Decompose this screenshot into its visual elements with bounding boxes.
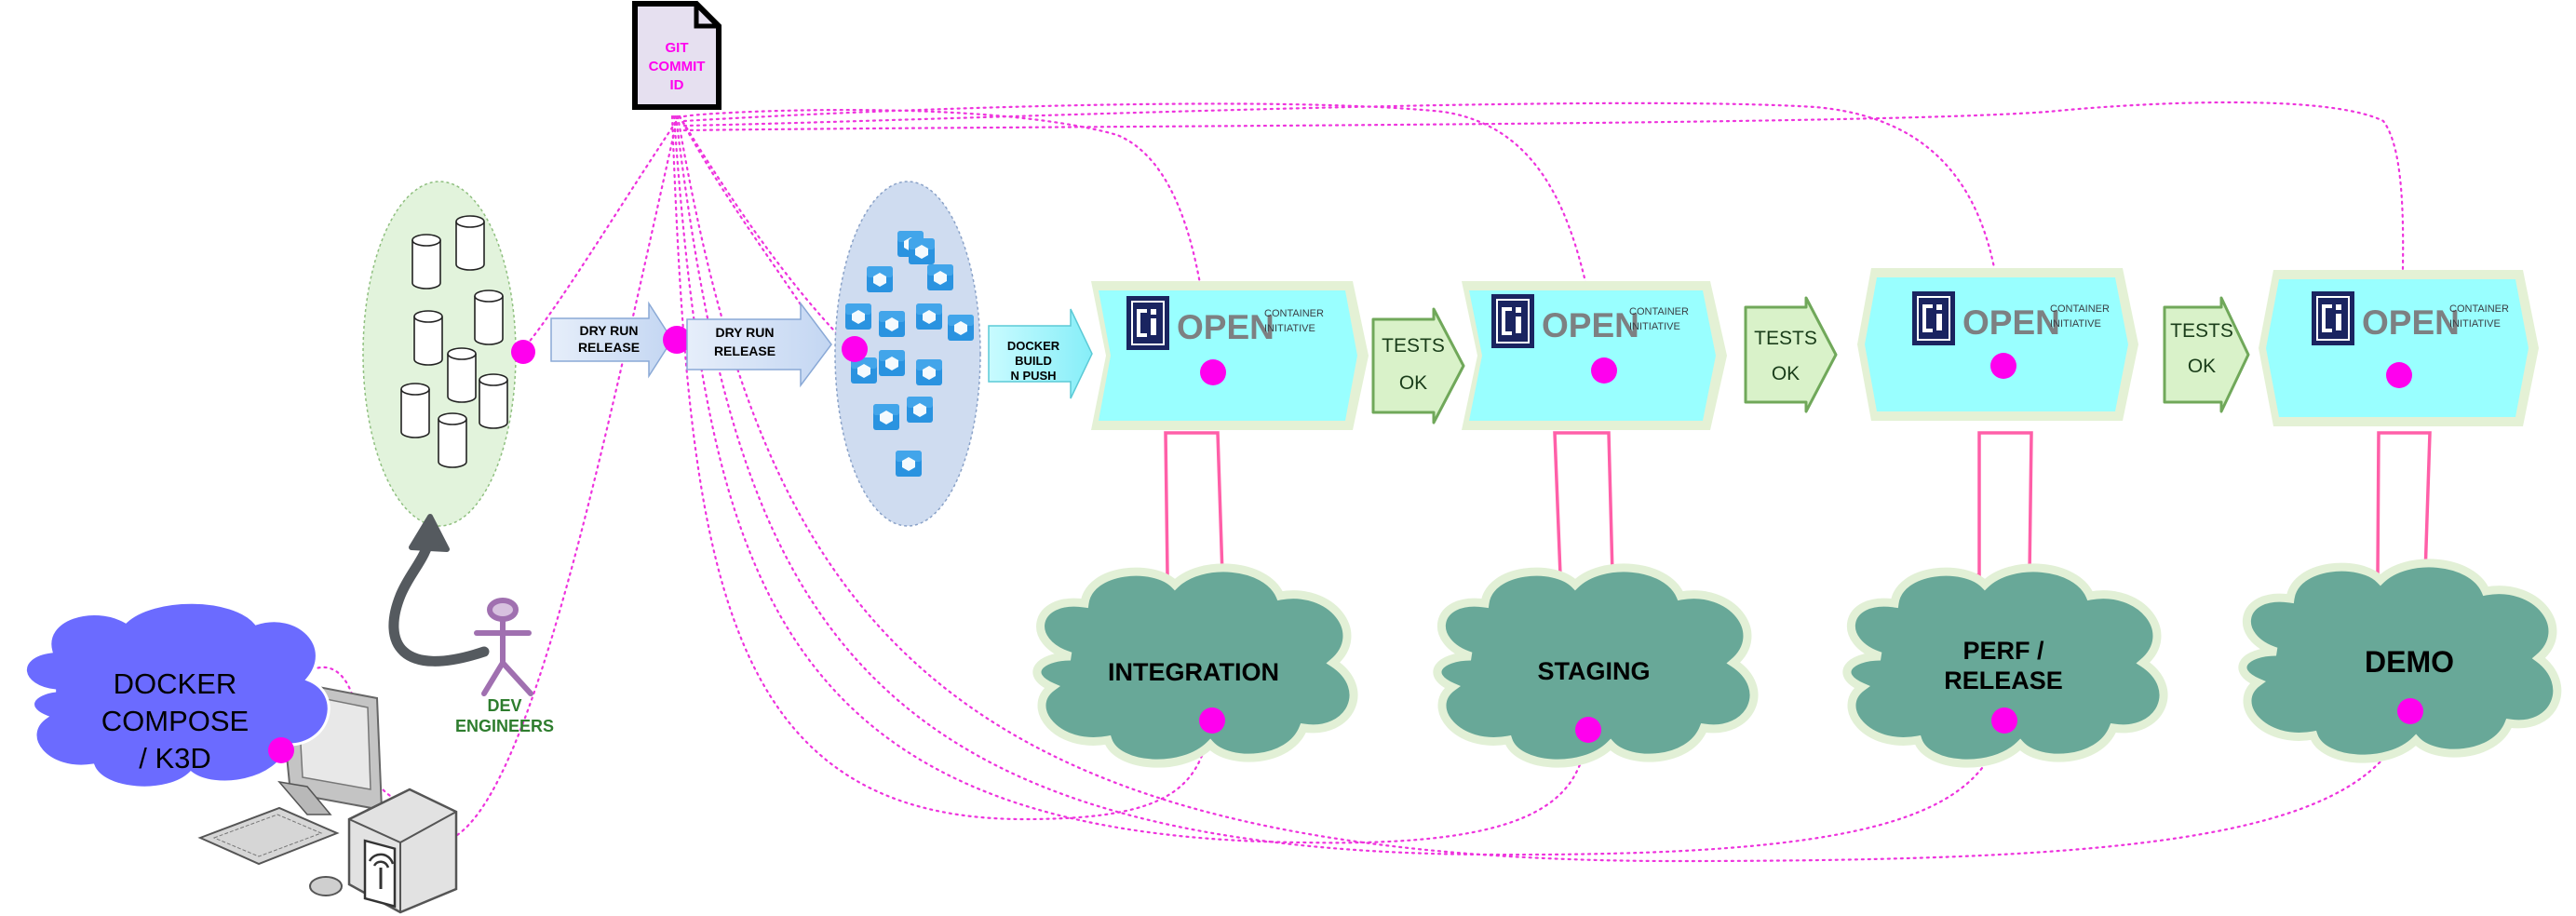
- oci-logo-small-line-1: CONTAINER: [2449, 303, 2509, 315]
- docker-icon: [879, 311, 905, 337]
- link-marker: [1990, 353, 2016, 379]
- link-marker: [1200, 359, 1226, 385]
- git-commit-line-3: ID: [670, 77, 684, 93]
- oci-logo-small-line-2: INITIATIVE: [2050, 318, 2101, 330]
- link-marker: [842, 336, 868, 362]
- oci-logo-small-line-1: CONTAINER: [1264, 308, 1324, 319]
- tests-ok-line-1: TESTS: [2170, 320, 2233, 342]
- oci-logo-icon: [1910, 290, 1957, 347]
- dev-engineer-actor-icon: [474, 598, 533, 696]
- docker-push-label-line-1: DOCKER: [1007, 339, 1060, 353]
- git-commit-line-2: COMMIT: [649, 59, 706, 74]
- tests-ok-line-2: OK: [1772, 363, 1800, 384]
- database-icon: [438, 412, 467, 468]
- tests-ok-arrow-1: TESTS OK: [1371, 307, 1465, 424]
- oci-logo-icon: [1490, 292, 1536, 350]
- git-commit-line-1: GIT: [666, 40, 689, 56]
- docker-icon: [907, 397, 933, 423]
- environment-label-line-2: RELEASE: [1944, 667, 2063, 694]
- oci-logo-word: OPEN: [1177, 308, 1275, 346]
- docker-icon: [909, 238, 935, 264]
- git-commit-id-document: GIT COMMIT ID: [632, 1, 722, 110]
- oci-logo-icon: [2310, 290, 2356, 347]
- docker-icon: [879, 350, 905, 376]
- local-cluster-label-line-2: COMPOSE: [101, 705, 249, 737]
- link-marker: [663, 326, 691, 354]
- dev-to-cluster-arrow: [388, 514, 490, 667]
- docker-icon: [873, 404, 899, 430]
- dry-run-label-line-1: DRY RUN: [579, 323, 638, 338]
- tests-ok-line-1: TESTS: [1382, 335, 1445, 357]
- oci-logo-small-line-1: CONTAINER: [2050, 303, 2110, 315]
- link-marker: [2397, 698, 2423, 724]
- docker-icon: [948, 315, 974, 341]
- environment-cloud-staging: STAGING: [1433, 563, 1759, 768]
- environment-label: STAGING: [1538, 657, 1651, 685]
- dry-run-arrow-2: DRY RUN RELEASE: [686, 301, 832, 388]
- docker-icon: [867, 266, 893, 292]
- oci-logo-small-line-2: INITIATIVE: [1629, 321, 1680, 332]
- dry-run-arrow-1: DRY RUN RELEASE: [550, 301, 673, 379]
- link-marker: [1591, 357, 1617, 384]
- oci-logo-word: OPEN: [1542, 306, 1639, 344]
- database-icon: [400, 383, 430, 438]
- environment-label-line-1: PERF /: [1962, 637, 2044, 665]
- database-cluster: [362, 181, 535, 527]
- docker-image-registry: [834, 181, 981, 527]
- oci-stage-demo: OPEN CONTAINER INITIATIVE: [2259, 270, 2539, 426]
- database-icon: [474, 290, 504, 345]
- environment-cloud-demo: DEMO: [2238, 559, 2562, 763]
- docker-icon: [916, 359, 942, 385]
- local-cluster-cloud: DOCKER COMPOSE / K3D: [23, 600, 330, 789]
- link-marker: [1199, 707, 1225, 734]
- oci-logo-word: OPEN: [2362, 303, 2460, 342]
- docker-push-label-line-3: N PUSH: [1010, 369, 1056, 383]
- database-icon: [479, 373, 508, 429]
- database-icon: [411, 234, 441, 290]
- environment-label: DEMO: [2365, 645, 2454, 679]
- link-marker: [1575, 717, 1601, 743]
- oci-logo-small-line-1: CONTAINER: [1629, 306, 1689, 317]
- oci-stage-perf-release: OPEN CONTAINER INITIATIVE: [1857, 268, 2138, 421]
- docker-icon: [896, 451, 922, 477]
- dependency-links: [294, 101, 2411, 863]
- database-icon: [447, 347, 477, 403]
- tests-ok-line-2: OK: [1399, 372, 1427, 394]
- oci-logo-small-line-2: INITIATIVE: [1264, 323, 1315, 334]
- link-marker: [268, 737, 294, 763]
- dev-engineers-label-line-2: ENGINEERS: [455, 717, 554, 735]
- link-marker: [2386, 362, 2412, 388]
- tests-ok-arrow-3: TESTS OK: [2163, 296, 2250, 413]
- oci-logo-icon: [1125, 294, 1171, 352]
- dry-run-label-line-1: DRY RUN: [715, 325, 774, 340]
- tests-ok-line-1: TESTS: [1754, 328, 1817, 349]
- link-marker: [511, 340, 535, 364]
- database-icon: [455, 215, 485, 271]
- dry-run-label-line-2: RELEASE: [714, 344, 775, 358]
- oci-logo-small-line-2: INITIATIVE: [2449, 318, 2501, 330]
- dry-run-label-line-2: RELEASE: [578, 340, 640, 355]
- local-cluster-label-line-1: DOCKER: [114, 667, 237, 700]
- dev-engineers-label-line-1: DEV: [487, 696, 521, 715]
- oci-stage-integration: OPEN CONTAINER INITIATIVE: [1091, 281, 1369, 430]
- deploy-arrows: [1151, 431, 2444, 606]
- database-icon: [413, 310, 443, 366]
- docker-icon: [916, 303, 942, 330]
- link-marker: [1991, 707, 2017, 734]
- docker-push-label-line-2: BUILD: [1015, 354, 1052, 368]
- environment-cloud-integration: INTEGRATION: [1032, 563, 1358, 768]
- oci-logo-word: OPEN: [1962, 303, 2060, 342]
- environment-label: INTEGRATION: [1108, 658, 1279, 686]
- docker-icon: [927, 264, 953, 290]
- docker-build-push-arrow: DOCKER BUILD N PUSH: [988, 308, 1093, 399]
- local-cluster-label-line-3: / K3D: [139, 742, 211, 775]
- tests-ok-line-2: OK: [2188, 356, 2216, 377]
- environment-cloud-perf-release: PERF / RELEASE: [1842, 563, 2168, 768]
- docker-icon: [845, 303, 871, 330]
- oci-stage-staging: OPEN CONTAINER INITIATIVE: [1462, 281, 1727, 430]
- tests-ok-arrow-2: TESTS OK: [1744, 296, 1838, 413]
